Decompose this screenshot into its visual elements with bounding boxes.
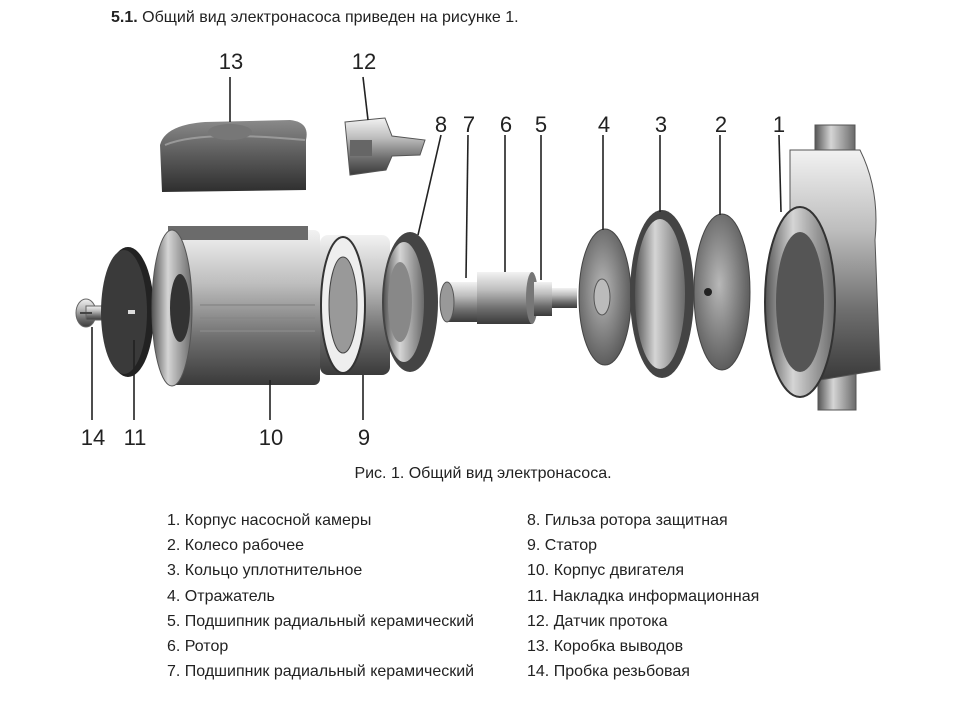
pump-exploded-view: 13 12 8 7 6 5 4 3 2 1 14 11 10 9	[75, 49, 881, 450]
leader-lines	[91, 76, 782, 420]
reflector	[578, 228, 632, 366]
impeller	[693, 213, 751, 371]
info-plate	[101, 247, 154, 377]
bearing-front	[534, 282, 577, 316]
rotor	[477, 272, 538, 324]
legend-item: 5. Подшипник радиальный керамический	[167, 612, 475, 630]
label-11: 11	[124, 425, 147, 450]
legend-item: 12. Датчик протока	[527, 612, 668, 630]
legend-left: 1. Корпус насосной камеры 2. Колесо рабо…	[167, 508, 474, 684]
legend-item: 9. Статор	[527, 537, 597, 555]
bearing-rear	[439, 281, 477, 323]
label-3: 3	[655, 112, 667, 137]
legend-item: 4. Отражатель	[167, 587, 275, 605]
legend-item: 11. Накладка информационная	[527, 587, 760, 605]
label-12: 12	[352, 49, 376, 74]
legend-item: 7. Подшипник радиальный керамический	[167, 663, 475, 681]
legend-item: 14. Пробка резьбовая	[527, 663, 690, 681]
label-5: 5	[535, 112, 547, 137]
terminal-box	[160, 120, 307, 192]
label-8: 8	[435, 112, 447, 137]
seal-ring	[630, 210, 694, 378]
legend-item: 8. Гильза ротора защитная	[527, 512, 728, 529]
legend-item: 13. Коробка выводов	[527, 638, 684, 656]
label-6: 6	[500, 112, 512, 137]
legend-item: 3. Кольцо уплотнительное	[167, 562, 363, 580]
label-13: 13	[219, 49, 243, 74]
label-7: 7	[463, 112, 475, 137]
label-4: 4	[598, 112, 610, 137]
legend-item: 10. Корпус двигателя	[527, 562, 685, 580]
label-1: 1	[773, 112, 785, 137]
section-heading: 5.1. Общий вид электронасоса приведен на…	[111, 9, 519, 27]
figure-caption: Рис. 1. Общий вид электронасоса.	[354, 465, 612, 482]
legend-item: 1. Корпус насосной камеры	[167, 512, 372, 529]
legend-right: 8. Гильза ротора защитная 9. Статор 10. …	[527, 508, 759, 684]
label-2: 2	[715, 112, 727, 137]
label-10: 10	[259, 425, 283, 450]
section-text: Общий вид электронасоса приведен на рису…	[137, 9, 519, 26]
label-14: 14	[81, 425, 105, 450]
part-numbers: 13 12 8 7 6 5 4 3 2 1 14 11 10 9	[81, 49, 785, 450]
legend-item: 6. Ротор	[167, 638, 229, 656]
rotor-sleeve	[382, 232, 438, 372]
legend-item: 2. Колесо рабочее	[167, 537, 305, 555]
label-9: 9	[358, 425, 370, 450]
section-number: 5.1.	[111, 9, 138, 26]
motor-housing	[151, 226, 320, 387]
flow-sensor	[344, 117, 426, 176]
stator	[320, 235, 390, 375]
pump-housing	[764, 124, 881, 411]
